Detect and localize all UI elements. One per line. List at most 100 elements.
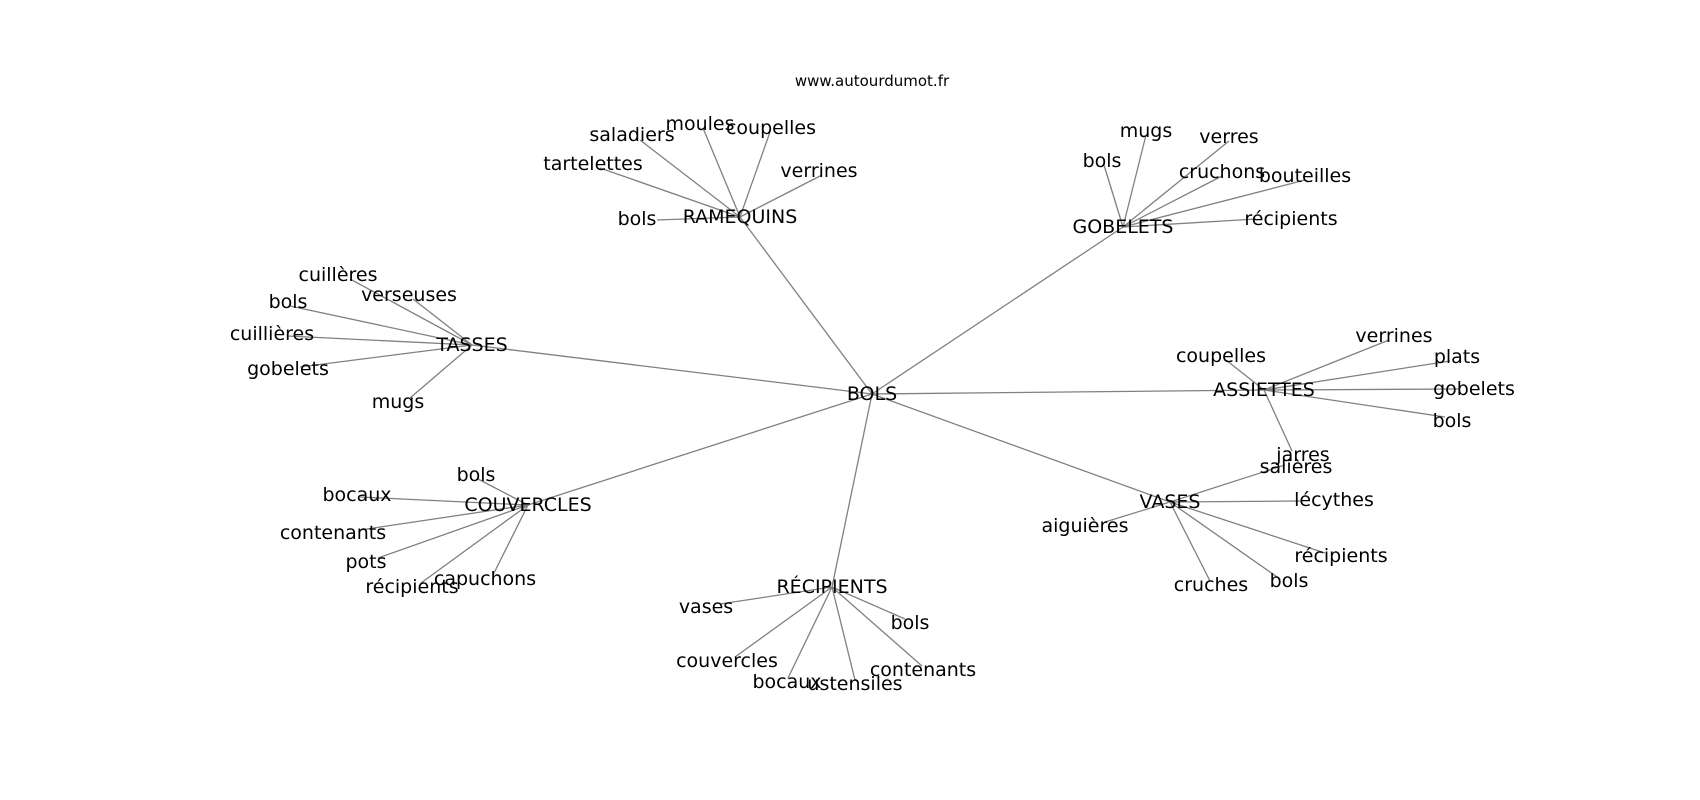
leaf-node-cou-bocaux: bocaux (322, 484, 391, 506)
leaf-node-ass-gobelets: gobelets (1433, 378, 1515, 400)
leaf-node-ram-moules: moules (665, 113, 734, 135)
leaf-node-ram-saladiers: saladiers (589, 124, 674, 146)
hub-node-ramequins: RAMEQUINS (683, 206, 798, 228)
leaf-node-ass-coupelles: coupelles (1176, 345, 1266, 367)
leaf-node-cou-bols: bols (457, 464, 496, 486)
leaf-node-rec-contenants: contenants (870, 659, 976, 681)
hub-node-assiettes: ASSIETTES (1213, 379, 1315, 401)
leaf-node-rec-ustensiles: ustensiles (807, 673, 902, 695)
leaf-node-rec-vases: vases (679, 596, 733, 618)
leaf-node-vas-cruches: cruches (1174, 574, 1248, 596)
leaf-node-ram-tartelettes: tartelettes (543, 153, 643, 175)
leaf-node-tas-gobelets: gobelets (247, 358, 329, 380)
edge-assiettes-ass_verrines (1263, 339, 1390, 391)
edge-ramequins-ram_coupelles (739, 131, 771, 218)
leaf-node-tas-cuillieres: cuillières (230, 323, 314, 345)
leaf-node-ram-coupelles: coupelles (726, 117, 816, 139)
leaf-node-gob-mugs: mugs (1120, 120, 1173, 142)
edge-couvercles-cou_recipients (420, 504, 529, 584)
leaf-node-ass-verrines: verrines (1355, 325, 1432, 347)
hub-node-bols-center: BOLS (847, 383, 897, 405)
leaf-node-vas-recipients: récipients (1294, 545, 1387, 567)
leaf-node-tas-bols: bols (269, 291, 308, 313)
edge-couvercles-cou_pots (377, 504, 529, 559)
leaf-node-ass-jarres: jarres (1275, 444, 1329, 466)
leaf-node-cou-recipients: récipients (365, 576, 458, 598)
hub-node-tasses: TASSES (435, 334, 507, 356)
edge-ramequins-ram_tartelettes (599, 167, 741, 218)
leaf-node-gob-recipients: récipients (1244, 208, 1337, 230)
edge-bols_center-vases (871, 393, 1171, 503)
leaf-node-tas-verseuses: verseuses (361, 284, 457, 306)
edge-recipients-rec_bols (831, 586, 906, 620)
hub-node-couvercles: COUVERCLES (464, 494, 591, 516)
edge-gobelets-gob_bouteilles (1122, 179, 1306, 228)
edge-couvercles-cou_contenants (359, 504, 529, 531)
edge-couvercles-cou_bols (477, 478, 529, 506)
hub-node-recipients: RÉCIPIENTS (776, 575, 887, 598)
leaf-node-rec-bols: bols (891, 612, 930, 634)
leaf-node-tas-cuilleres: cuillères (299, 264, 378, 286)
edge-vases-vas_cruches (1169, 501, 1211, 582)
edge-tasses-tas_verseuses (412, 298, 473, 346)
edge-recipients-rec_contenants (831, 586, 923, 667)
edge-vases-vas_lecythes (1169, 500, 1301, 503)
edge-gobelets-gob_bols (1103, 164, 1124, 228)
edge-gobelets-gob_recipients (1122, 218, 1257, 228)
leaf-node-cou-contenants: contenants (280, 522, 386, 544)
edge-vases-vas_recipients (1169, 501, 1326, 554)
edge-bols_center-tasses (471, 344, 873, 395)
edge-ramequins-ram_bols (656, 216, 741, 221)
leaf-node-gob-verres: verres (1199, 126, 1258, 148)
edge-vases-vas_bols (1169, 501, 1281, 580)
edge-ramequins-ram_verrines (739, 174, 823, 218)
edge-assiettes-ass_coupelles (1225, 359, 1265, 391)
edge-assiettes-ass_bols (1263, 389, 1446, 418)
edge-gobelets-gob_cruchons (1122, 175, 1223, 228)
leaf-node-cou-pots: pots (345, 551, 386, 573)
leaf-node-gob-bouteilles: bouteilles (1259, 165, 1351, 187)
edge-recipients-rec_bocaux (787, 586, 833, 679)
edge-bols_center-recipients (831, 393, 873, 588)
leaf-node-vas-bols: bols (1270, 570, 1309, 592)
edge-bols_center-assiettes (871, 389, 1265, 395)
edge-vases-vas_aiguieres (1104, 501, 1171, 523)
edge-bols_center-gobelets (871, 226, 1124, 395)
leaf-node-tas-mugs: mugs (372, 391, 425, 413)
edge-tasses-tas_mugs (409, 344, 473, 399)
leaf-node-ass-bols: bols (1433, 410, 1472, 432)
edge-recipients-rec_vases (719, 586, 833, 605)
edge-ramequins-ram_moules (702, 127, 741, 218)
edge-tasses-tas_bols (289, 305, 473, 346)
edge-tasses-tas_gobelets (299, 344, 473, 368)
leaf-node-ram-bols: bols (618, 208, 657, 230)
edge-recipients-rec_couvercles (734, 586, 833, 658)
edge-bols_center-couvercles (527, 393, 873, 506)
site-title: www.autourdumot.fr (794, 72, 950, 90)
leaf-node-rec-bocaux: bocaux (752, 671, 821, 693)
leaf-node-gob-cruchons: cruchons (1179, 161, 1265, 183)
leaf-node-ass-plats: plats (1434, 346, 1480, 368)
edge-gobelets-gob_verres (1122, 140, 1230, 228)
leaf-node-vas-salieres: salières (1260, 456, 1333, 478)
leaf-node-cou-capuchons: capuchons (434, 568, 536, 590)
edge-bols_center-ramequins (739, 216, 873, 395)
edge-recipients-rec_ustensiles (831, 586, 856, 681)
edge-ramequins-ram_saladiers (639, 139, 741, 218)
hub-node-gobelets: GOBELETS (1073, 216, 1174, 238)
edge-gobelets-gob_mugs (1122, 134, 1147, 228)
nodes-layer: BOLS RAMEQUINS GOBELETS TASSES ASSIETTES COUV… (230, 113, 1515, 695)
leaf-node-vas-aiguieres: aiguières (1042, 515, 1129, 537)
edge-assiettes-ass_jarres (1263, 389, 1293, 452)
leaf-node-gob-bols: bols (1083, 150, 1122, 172)
edge-tasses-tas_cuillieres (286, 335, 473, 346)
leaf-node-rec-couvercles: couvercles (676, 650, 778, 672)
edge-couvercles-cou_bocaux (359, 496, 529, 506)
edge-couvercles-cou_capuchons (492, 504, 529, 576)
edges-layer (286, 127, 1460, 681)
edge-assiettes-ass_gobelets (1263, 388, 1460, 391)
edge-vases-vas_salieres (1169, 464, 1286, 503)
edge-assiettes-ass_plats (1263, 360, 1451, 391)
leaf-node-vas-lecythes: lécythes (1294, 489, 1374, 511)
